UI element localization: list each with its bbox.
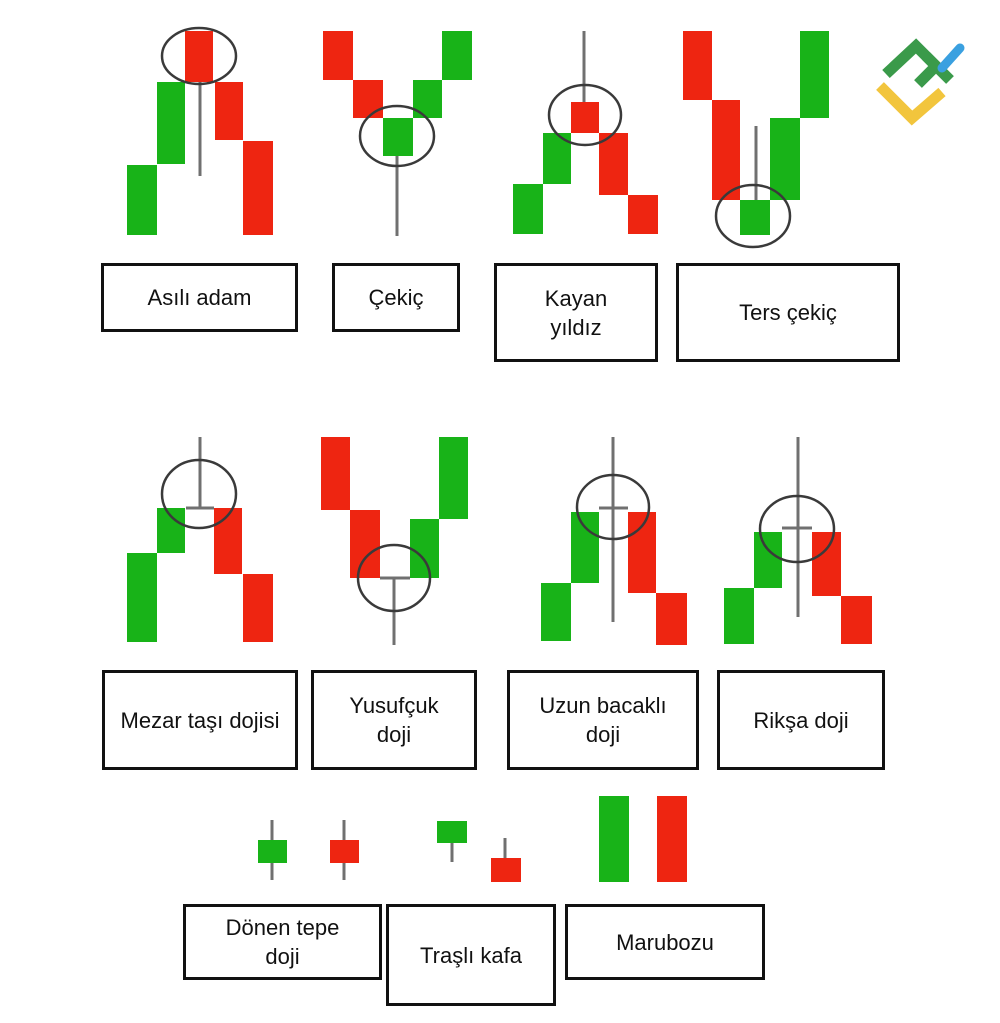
label-riksa-doji: Rikşa doji [717, 670, 885, 770]
label-ters-cekic: Ters çekiç [676, 263, 900, 362]
bearish-candle [812, 532, 841, 596]
bullish-candle [383, 118, 413, 156]
bearish-candle [353, 80, 383, 118]
highlight-circle-riksa-doji [758, 494, 836, 564]
pattern-uzun-bacakli-doji [541, 437, 687, 645]
bullish-candle [410, 519, 439, 578]
bearish-candle [656, 593, 687, 645]
highlight-circle-ters-cekic [714, 183, 792, 249]
bearish-candle [214, 508, 242, 574]
bullish-candle [437, 821, 467, 843]
bearish-candle [841, 596, 872, 644]
bullish-candle [439, 437, 468, 519]
label-donen-tepe-doji: Dönen tepe doji [183, 904, 382, 980]
label-uzun-bacakli-doji: Uzun bacaklı doji [507, 670, 699, 770]
candles-layer [127, 31, 872, 882]
bearish-candle [243, 141, 273, 235]
pattern-marubozu [599, 796, 687, 882]
bullish-candle [800, 31, 829, 118]
bearish-candle [628, 195, 658, 234]
pattern-asili-adam [127, 31, 273, 235]
bullish-candle [740, 200, 770, 235]
bullish-candle [724, 588, 754, 644]
pattern-mezar-tasi-dojisi [127, 437, 273, 642]
bullish-candle [258, 840, 287, 863]
bullish-candle [541, 583, 571, 641]
label-asili-adam: Asılı adam [101, 263, 298, 332]
bearish-candle [712, 100, 740, 200]
pattern-ters-cekic [683, 31, 829, 235]
bearish-candle [185, 31, 213, 82]
bearish-candle [657, 796, 687, 882]
bullish-candle [127, 553, 157, 642]
bearish-candle [243, 574, 273, 642]
bearish-candle [350, 510, 380, 578]
label-trasli-kafa: Traşlı kafa [386, 904, 556, 1006]
bullish-candle [513, 184, 543, 234]
bullish-candle [157, 82, 185, 164]
highlight-circle-kayan-yildiz [547, 83, 623, 147]
bearish-candle [215, 82, 243, 140]
highlight-circle-mezar-tasi-dojisi [160, 458, 238, 530]
bearish-candle [599, 133, 628, 195]
label-mezar-tasi-dojisi: Mezar taşı dojisi [102, 670, 298, 770]
highlight-circle-asili-adam [160, 26, 238, 86]
bearish-candle [491, 858, 521, 882]
bearish-candle [571, 102, 599, 133]
label-marubozu: Marubozu [565, 904, 765, 980]
bullish-candle [599, 796, 629, 882]
label-kayan-yildiz: Kayan yıldız [494, 263, 658, 362]
bearish-candle [321, 437, 350, 510]
pattern-trasli-kafa [437, 821, 521, 882]
highlight-circle-yusufcuk-doji [356, 543, 432, 613]
label-cekic: Çekiç [332, 263, 460, 332]
bullish-candle [442, 31, 472, 80]
pattern-donen-tepe-doji [258, 820, 359, 880]
highlight-circle-uzun-bacakli-doji [575, 473, 651, 541]
bullish-candle [127, 165, 157, 235]
bullish-candle [770, 118, 800, 200]
bearish-candle [323, 31, 353, 80]
label-yusufcuk-doji: Yusufçuk doji [311, 670, 477, 770]
bullish-candle [571, 512, 599, 583]
pattern-yusufcuk-doji [321, 437, 468, 645]
pattern-riksa-doji [724, 437, 872, 644]
pattern-cekic [323, 31, 472, 236]
brand-logo-icon [876, 38, 965, 126]
highlights-layer [160, 26, 836, 613]
pattern-kayan-yildiz [513, 31, 658, 234]
bullish-candle [754, 532, 782, 588]
bearish-candle [683, 31, 712, 100]
bearish-candle [330, 840, 359, 863]
highlight-circle-cekic [358, 104, 436, 168]
